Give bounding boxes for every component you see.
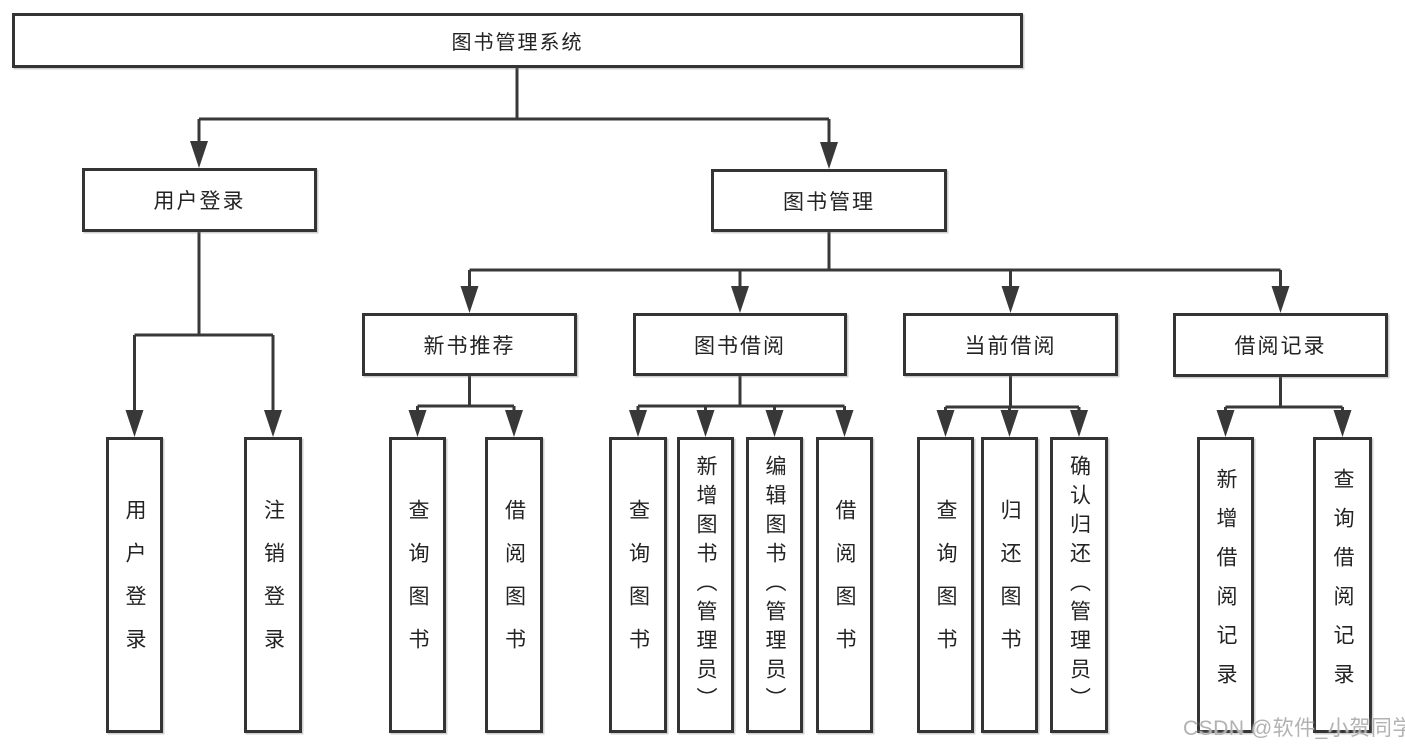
leaf-query-borrow-record: 查询借阅记录 xyxy=(1313,437,1372,733)
leaf-borrow-books-1: 借阅图书 xyxy=(485,437,543,733)
leaf-query-books-1: 查询图书 xyxy=(389,437,446,733)
connector-book-borrow-branch xyxy=(636,376,846,415)
node-book-borrowing: 图书借阅 xyxy=(633,313,847,376)
leaf-add-borrow-record: 新增借阅记录 xyxy=(1197,437,1254,733)
node-borrow-records: 借阅记录 xyxy=(1173,313,1388,377)
connector-current-borrow-branch xyxy=(944,376,1081,415)
connector-root xyxy=(197,68,831,145)
csdn-watermark: CSDN @软件_小贺同学 xyxy=(1183,717,1405,740)
leaf-query-books-2: 查询图书 xyxy=(609,437,667,733)
leaf-return-book: 归还图书 xyxy=(981,437,1038,733)
connector-user-login-branch xyxy=(133,232,275,415)
node-user-login: 用户登录 xyxy=(82,168,317,232)
leaf-confirm-return-admin: 确认归还（管理员） xyxy=(1050,437,1108,733)
node-book-management: 图书管理 xyxy=(711,169,947,232)
node-new-book-recommend: 新书推荐 xyxy=(362,313,577,376)
node-root-system: 图书管理系统 xyxy=(12,13,1023,68)
connector-book-mgmt-branch xyxy=(468,232,1282,288)
leaf-user-login: 用户登录 xyxy=(106,437,163,733)
node-current-borrowing: 当前借阅 xyxy=(903,313,1118,376)
leaf-add-book-admin: 新增图书（管理员） xyxy=(677,437,734,733)
connector-borrow-records-branch xyxy=(1224,377,1344,415)
leaf-edit-book-admin: 编辑图书（管理员） xyxy=(746,437,803,733)
leaf-logout: 注销登录 xyxy=(244,437,302,733)
leaf-query-books-3: 查询图书 xyxy=(917,437,974,733)
leaf-borrow-books-2: 借阅图书 xyxy=(816,437,873,733)
arrowheads xyxy=(125,141,1352,437)
connector-new-books-branch xyxy=(416,376,516,415)
